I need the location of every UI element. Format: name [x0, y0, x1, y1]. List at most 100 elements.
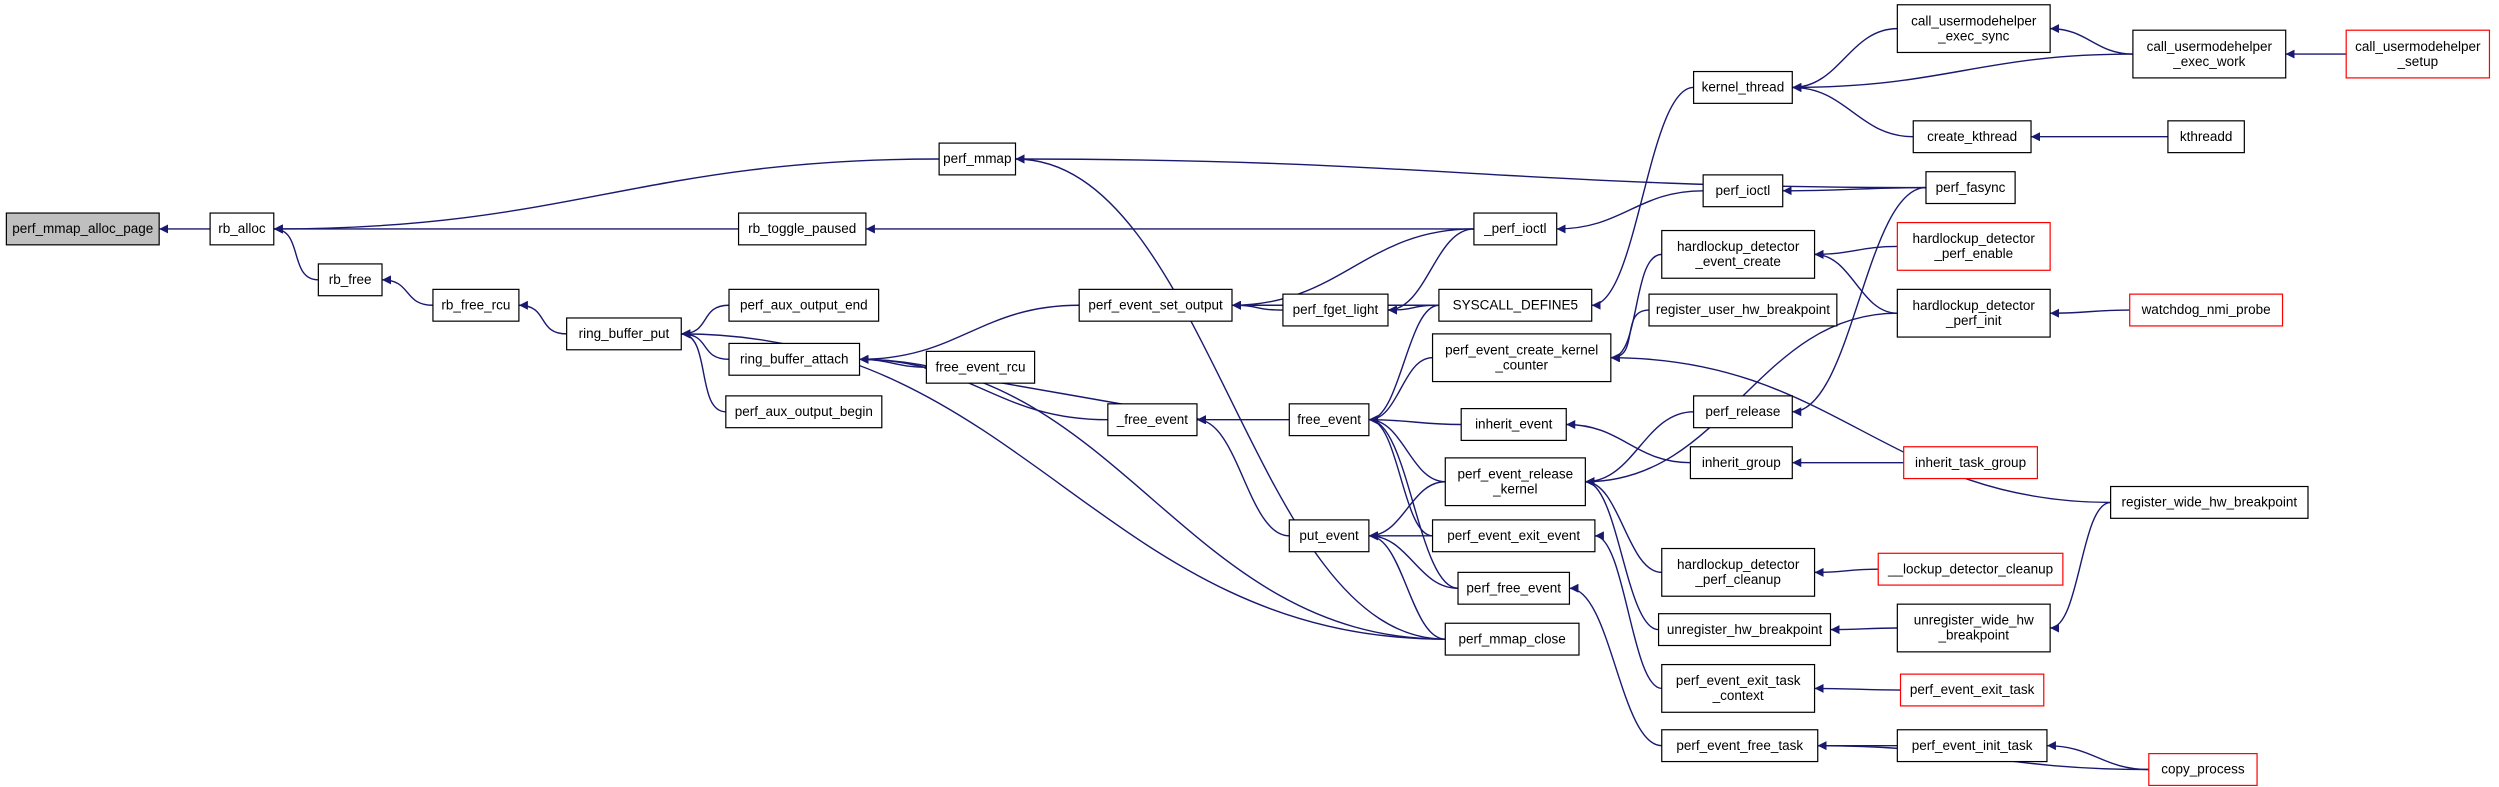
function-node[interactable]: watchdog_nmi_probe: [2129, 293, 2284, 327]
function-node[interactable]: register_user_hw_breakpoint: [1648, 293, 1838, 327]
call-edge: [1610, 309, 1650, 363]
call-edge: [859, 304, 1080, 364]
node-box: [1896, 729, 2048, 763]
function-node[interactable]: perf_event_exit_task: [1899, 673, 2045, 707]
node-label: inherit_group: [1702, 455, 1781, 470]
node-label: perf_fget_light: [1293, 302, 1379, 317]
node-label: _perf_enable: [1933, 246, 2013, 261]
call-edge: [2046, 741, 2149, 771]
function-node[interactable]: perf_fget_light: [1282, 293, 1389, 327]
function-node[interactable]: copy_process: [2148, 753, 2258, 787]
function-node[interactable]: ring_buffer_put: [566, 317, 682, 351]
function-node[interactable]: _perf_ioctl: [1473, 212, 1558, 246]
function-node[interactable]: free_event_rcu: [925, 350, 1036, 384]
function-node[interactable]: register_wide_hw_breakpoint: [2110, 485, 2309, 519]
function-node[interactable]: call_usermodehelper_exec_sync: [1896, 4, 2051, 54]
node-label: hardlockup_detector: [1913, 298, 2036, 313]
node-label: watchdog_nmi_probe: [2141, 302, 2271, 317]
function-node[interactable]: SYSCALL_DEFINE5: [1438, 288, 1593, 322]
function-node[interactable]: perf_event_release_kernel: [1444, 457, 1586, 507]
node-label: free_event: [1297, 412, 1361, 427]
function-node[interactable]: unregister_wide_hw_breakpoint: [1896, 603, 2051, 653]
node-label: hardlockup_detector: [1677, 557, 1800, 572]
function-node[interactable]: perf_fasync: [1925, 171, 2016, 205]
function-node[interactable]: unregister_hw_breakpoint: [1657, 613, 1832, 647]
function-node[interactable]: rb_free: [317, 263, 383, 297]
function-node[interactable]: inherit_task_group: [1903, 446, 2039, 480]
function-node[interactable]: perf_free_event: [1457, 571, 1571, 605]
node-label: copy_process: [2161, 762, 2245, 777]
call-edge: [1585, 477, 1659, 631]
function-node[interactable]: call_usermodehelper_setup: [2345, 29, 2491, 79]
call-edge: [1594, 531, 1662, 690]
call-edge: [518, 300, 567, 335]
function-node[interactable]: hardlockup_detector_event_create: [1661, 229, 1816, 279]
function-node[interactable]: rb_toggle_paused: [737, 212, 867, 246]
call-edge: [2050, 24, 2133, 55]
call-edge: [1782, 186, 1926, 196]
call-edge: [1387, 228, 1474, 315]
function-node[interactable]: perf_mmap: [938, 142, 1017, 176]
call-edge: [1792, 53, 2133, 92]
function-node[interactable]: rb_alloc: [209, 212, 275, 246]
function-node[interactable]: perf_event_exit_event: [1431, 519, 1596, 553]
function-node[interactable]: perf_release: [1692, 395, 1793, 429]
function-node[interactable]: inherit_group: [1689, 446, 1793, 480]
call-edge: [1231, 300, 1283, 311]
function-node[interactable]: kernel_thread: [1692, 70, 1793, 104]
function-node[interactable]: perf_event_free_task: [1661, 729, 1819, 763]
call-edge: [2050, 308, 2130, 318]
function-node[interactable]: perf_event_exit_task_context: [1661, 663, 1816, 713]
function-node[interactable]: perf_event_create_kernel_counter: [1431, 333, 1612, 383]
call-edge: [681, 329, 1446, 640]
function-node[interactable]: hardlockup_detector_perf_enable: [1896, 221, 2051, 271]
function-node[interactable]: kthreadd: [2167, 120, 2245, 154]
node-label: _exec_sync: [1937, 28, 2010, 43]
call-edge: [1830, 625, 1898, 635]
function-node[interactable]: hardlockup_detector_perf_init: [1896, 288, 2051, 338]
node-box: [2129, 293, 2284, 327]
function-node[interactable]: perf_mmap_alloc_page: [5, 212, 160, 246]
call-edge: [681, 304, 730, 339]
function-node[interactable]: perf_event_init_task: [1896, 729, 2048, 763]
node-box: [1657, 613, 1832, 647]
node-label: rb_free_rcu: [441, 297, 510, 312]
node-box: [1661, 229, 1816, 279]
function-node[interactable]: _free_event: [1107, 403, 1198, 437]
node-label: call_usermodehelper: [1911, 13, 2037, 28]
function-node[interactable]: rb_free_rcu: [432, 288, 520, 322]
node-box: [432, 288, 520, 322]
function-node[interactable]: create_kthread: [1912, 120, 2032, 154]
node-label: rb_free: [329, 272, 372, 287]
node-label: register_wide_hw_breakpoint: [2122, 495, 2298, 510]
call-edge: [1814, 245, 1898, 259]
node-label: perf_event_set_output: [1088, 297, 1223, 312]
node-box: [2110, 485, 2309, 519]
function-node[interactable]: call_usermodehelper_exec_work: [2132, 29, 2287, 79]
function-node[interactable]: perf_ioctl: [1702, 174, 1784, 208]
function-node[interactable]: perf_mmap_close: [1444, 622, 1580, 656]
function-node[interactable]: perf_aux_output_end: [728, 288, 880, 322]
function-node[interactable]: hardlockup_detector_perf_cleanup: [1661, 547, 1816, 597]
node-label: _context: [1712, 688, 1764, 703]
node-label: _perf_ioctl: [1483, 221, 1546, 236]
function-node[interactable]: put_event: [1288, 519, 1370, 553]
node-box: [1457, 571, 1571, 605]
node-label: _kernel: [1492, 481, 1537, 496]
node-label: hardlockup_detector: [1677, 239, 1800, 254]
call-edge: [1368, 304, 1439, 425]
node-box: [1896, 603, 2051, 653]
function-node[interactable]: __lockup_detector_cleanup: [1877, 552, 2064, 586]
function-node[interactable]: perf_event_set_output: [1078, 288, 1233, 322]
node-box: [2345, 29, 2491, 79]
function-node[interactable]: ring_buffer_attach: [728, 342, 861, 376]
node-label: perf_aux_output_end: [740, 297, 868, 312]
function-node[interactable]: perf_aux_output_begin: [725, 395, 883, 429]
node-box: [209, 212, 275, 246]
node-label: inherit_task_group: [1915, 455, 2026, 470]
function-node[interactable]: free_event: [1288, 403, 1370, 437]
function-node[interactable]: inherit_event: [1460, 408, 1567, 442]
call-edge: [681, 329, 730, 361]
node-label: _perf_init: [1945, 313, 2002, 328]
